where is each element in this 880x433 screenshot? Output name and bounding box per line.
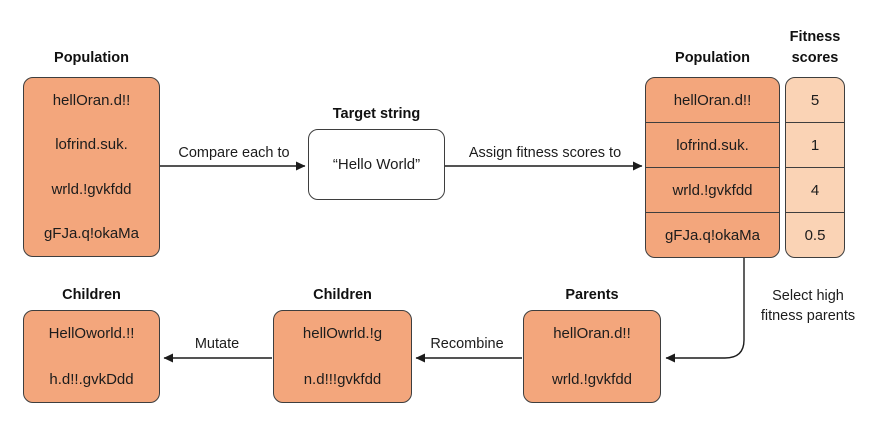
candidate-string: lofrind.suk. bbox=[55, 136, 128, 154]
compare-edge-label: Compare each to bbox=[178, 145, 290, 161]
fitness-score: 1 bbox=[786, 122, 844, 167]
candidate-string: hellOran.d!! bbox=[673, 91, 752, 109]
mutate-edge-label: Mutate bbox=[194, 336, 240, 352]
candidate-string: HellOworld.!! bbox=[48, 325, 135, 343]
fitness-scores-title: Fitness scores bbox=[789, 29, 841, 66]
target-string-box: “Hello World” bbox=[308, 129, 445, 200]
fitness-score: 0.5 bbox=[786, 212, 844, 257]
candidate-string: hellOran.d!! bbox=[553, 325, 631, 343]
parents-title: Parents bbox=[565, 287, 619, 303]
fitness-score: 5 bbox=[810, 91, 820, 109]
candidate-string: wrld.!gvkfdd bbox=[51, 180, 132, 198]
candidate-string: wrld.!gvkfdd bbox=[646, 167, 779, 212]
children-mutated-title: Children bbox=[62, 287, 121, 303]
candidate-string: n.d!!!gvkfdd bbox=[303, 370, 382, 388]
candidate-string: lofrind.suk. bbox=[646, 122, 779, 167]
candidate-string: h.d!!.gvkDdd bbox=[49, 370, 134, 388]
recombine-edge-label: Recombine bbox=[430, 336, 504, 352]
candidate-string: wrld.!gvkfdd bbox=[551, 370, 633, 388]
population-scored-box: hellOran.d!! lofrind.suk. wrld.!gvkfdd g… bbox=[645, 77, 780, 258]
fitness-scores-box: 5 1 4 0.5 bbox=[785, 77, 845, 258]
select-parents-edge-label: Select high fitness parents bbox=[760, 288, 856, 324]
target-string-title: Target string bbox=[332, 106, 421, 122]
population-initial-box: hellOran.d!! lofrind.suk. wrld.!gvkfdd g… bbox=[23, 77, 160, 257]
children-recombined-box: hellOwrld.!g n.d!!!gvkfdd bbox=[273, 310, 412, 403]
population-scored-title: Population bbox=[675, 50, 750, 66]
parents-box: hellOran.d!! wrld.!gvkfdd bbox=[523, 310, 661, 403]
candidate-string: hellOwrld.!g bbox=[302, 325, 383, 343]
candidate-string: hellOran.d!! bbox=[52, 91, 131, 109]
assign-edge-label: Assign fitness scores to bbox=[468, 145, 622, 161]
candidate-string: gFJa.q!okaMa bbox=[43, 225, 140, 243]
candidate-string: gFJa.q!okaMa bbox=[646, 212, 779, 257]
select-parents-arrow bbox=[665, 258, 745, 363]
children-recombined-title: Children bbox=[313, 287, 372, 303]
children-mutated-box: HellOworld.!! h.d!!.gvkDdd bbox=[23, 310, 160, 403]
fitness-score: 4 bbox=[786, 167, 844, 212]
target-string-value: “Hello World” bbox=[332, 156, 421, 173]
population-initial-title: Population bbox=[54, 50, 129, 66]
